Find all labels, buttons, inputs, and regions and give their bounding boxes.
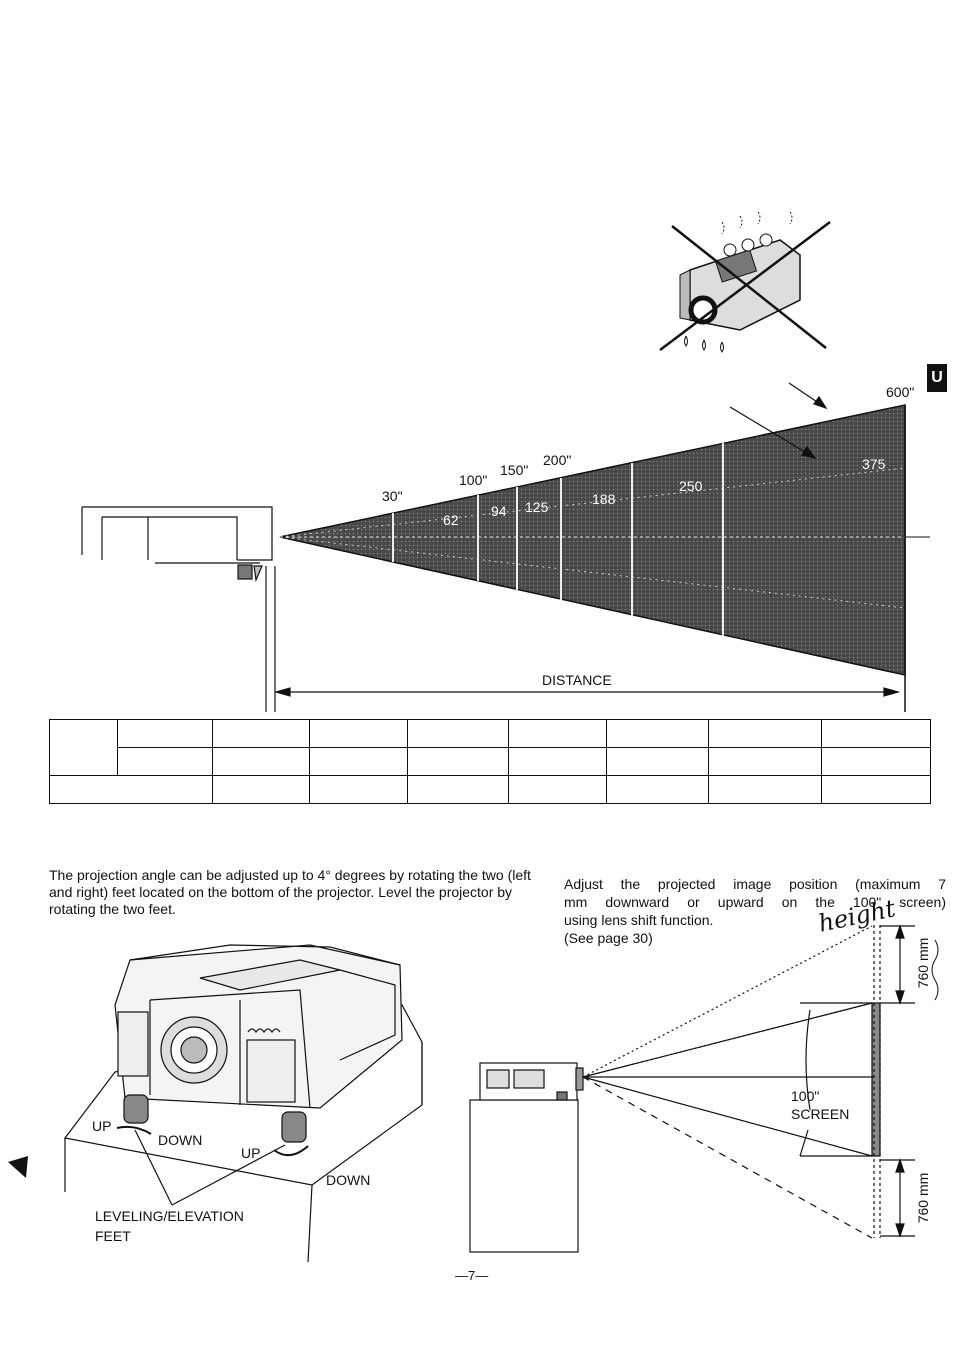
height-label-188: 188 — [592, 491, 616, 507]
projection-cone — [279, 404, 930, 712]
leveling-instructions: The projection angle can be adjusted up … — [49, 867, 531, 917]
screen-label-line1: 100" — [791, 1088, 820, 1104]
table-row — [50, 747, 931, 776]
projection-distance-table — [49, 719, 931, 804]
distance-label: DISTANCE — [542, 672, 612, 688]
lens-shift-line1: Adjust the projected image position (max… — [564, 876, 946, 892]
height-label-250: 250 — [679, 478, 703, 494]
table-row — [49, 775, 931, 804]
offset-bottom-label: 760 mm — [915, 1172, 931, 1224]
projector-side-outline — [81, 506, 276, 712]
height-label-375: 375 — [862, 456, 886, 472]
lens-shift-line3: using lens shift function. — [564, 912, 714, 928]
height-label-62: 62 — [443, 512, 459, 528]
lens-shift-line4: (See page 30) — [564, 930, 653, 946]
section-tab: U — [927, 364, 947, 392]
table-row — [49, 719, 931, 776]
label-down-right: DOWN — [326, 1172, 371, 1188]
size-label-30: 30" — [382, 488, 403, 504]
projection-size-diagram — [81, 211, 930, 712]
lens-shift-line2: mm downward or upward on the 100" screen… — [564, 894, 946, 910]
feet-label-line2: FEET — [95, 1228, 131, 1244]
offset-top-label: 760 mm — [915, 937, 931, 989]
label-up-left: UP — [92, 1118, 112, 1134]
height-label-125: 125 — [525, 499, 549, 515]
feet-label-line1: LEVELING/ELEVATION — [95, 1208, 244, 1224]
label-down-left: DOWN — [158, 1132, 203, 1148]
label-up-right: UP — [241, 1145, 261, 1161]
tilted-projector-prohibited-icon — [659, 211, 831, 353]
size-label-200: 200" — [543, 452, 572, 468]
pointer-arrows — [729, 382, 828, 459]
screen-label-line2: SCREEN — [791, 1106, 850, 1122]
size-label-100: 100" — [459, 472, 488, 488]
size-label-600: 600" — [886, 384, 915, 400]
page-number: —7— — [455, 1268, 489, 1283]
height-label-94: 94 — [491, 503, 507, 519]
size-label-150: 150" — [500, 462, 529, 478]
distance-dimension-line — [273, 687, 901, 697]
